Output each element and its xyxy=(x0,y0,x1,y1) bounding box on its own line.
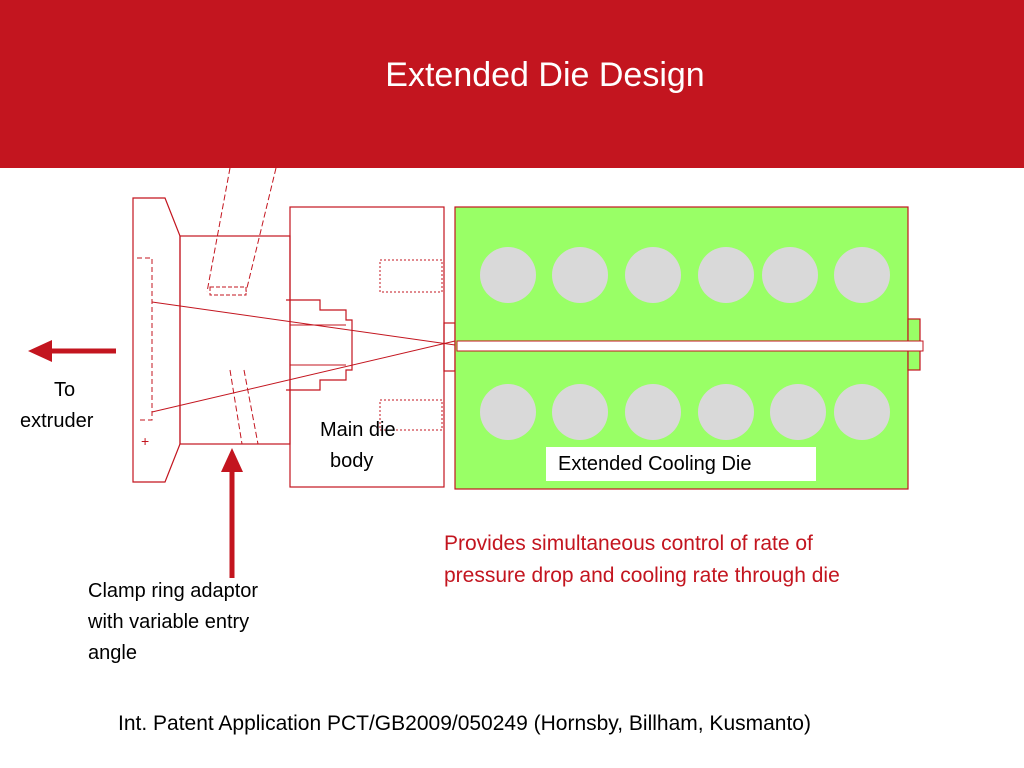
to-extruder-arrow xyxy=(28,340,116,362)
cooling-channel xyxy=(762,247,818,303)
bolt-line-dashed-4 xyxy=(243,369,259,445)
cooling-die-label: Extended Cooling Die xyxy=(558,453,752,475)
cooling-channels xyxy=(480,247,890,440)
entry-taper-upper xyxy=(151,301,456,346)
to-extruder-label-line2: extruder xyxy=(20,410,94,432)
cooling-die-label-box xyxy=(546,447,816,481)
bolt-line-dashed-2 xyxy=(245,167,277,293)
flange-plus-mark: + xyxy=(141,433,149,449)
flange-dashed-outline xyxy=(137,257,153,421)
main-die-spigot xyxy=(286,299,353,391)
cooling-channel xyxy=(834,247,890,303)
clamp-ring-label-line2: with variable entry xyxy=(88,611,250,633)
main-die-dotted-mark-1 xyxy=(379,259,443,293)
clamp-ring-label-line1: Clamp ring adaptor xyxy=(88,580,259,602)
control-note-line1: Provides simultaneous control of rate of xyxy=(444,532,813,555)
cooling-channel xyxy=(698,384,754,440)
main-die-label-line1: Main die xyxy=(320,419,396,441)
clamp-ring-arrow xyxy=(221,448,243,578)
bolt-head-dashed xyxy=(209,286,247,296)
cooling-channel xyxy=(480,384,536,440)
bolt-line-dashed-1 xyxy=(206,167,231,293)
clamp-ring-adaptor xyxy=(179,235,291,445)
cooling-channel xyxy=(834,384,890,440)
slide-title: Extended Die Design xyxy=(385,56,705,94)
control-note-line2: pressure drop and cooling rate through d… xyxy=(444,564,840,587)
flow-channel xyxy=(456,340,924,352)
main-die-body xyxy=(289,206,445,488)
main-die-label-line2: body xyxy=(330,450,374,472)
bolt-line-dashed-3 xyxy=(229,369,243,445)
die-connector xyxy=(443,322,456,372)
cooling-channel xyxy=(698,247,754,303)
cooling-channel xyxy=(625,247,681,303)
cooling-channel xyxy=(552,247,608,303)
cooling-channel xyxy=(625,384,681,440)
main-die-dotted-mark-2 xyxy=(379,399,443,431)
cooling-channel xyxy=(770,384,826,440)
patent-citation: Int. Patent Application PCT/GB2009/05024… xyxy=(118,712,811,735)
cooling-channel xyxy=(552,384,608,440)
to-extruder-label-line1: To xyxy=(54,379,76,401)
clamp-ring-label-line3: angle xyxy=(88,642,137,664)
title-banner xyxy=(0,0,1024,168)
cooling-channel xyxy=(480,247,536,303)
entry-taper-lower xyxy=(151,340,456,413)
